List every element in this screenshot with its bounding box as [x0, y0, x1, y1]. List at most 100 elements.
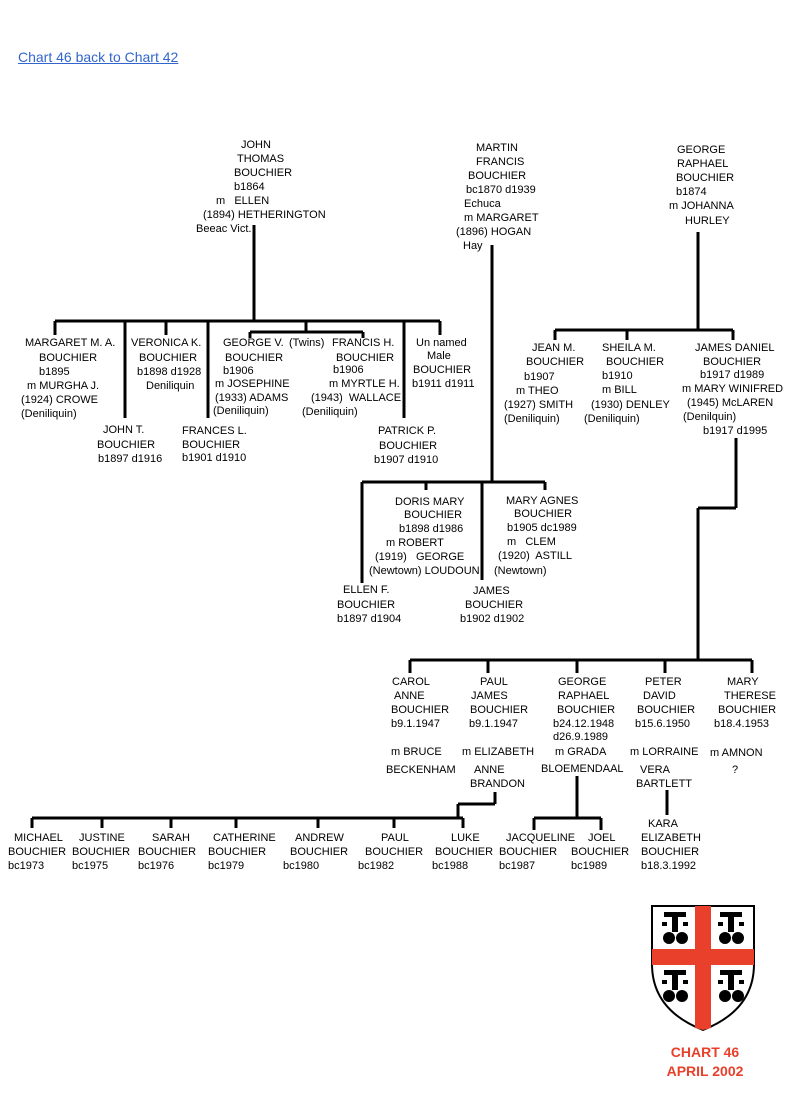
- person-text-line: JOHN T.: [103, 424, 145, 436]
- person-text-line: BECKENHAM: [386, 764, 456, 776]
- person-text-line: MARGARET M. A.: [25, 337, 116, 349]
- person-text-line: BOUCHIER: [404, 509, 463, 521]
- person-text-line: KARA: [648, 818, 678, 830]
- person-text-line: BOUCHIER: [39, 352, 98, 364]
- person-text-line: b1864: [234, 181, 265, 193]
- person-text-line: BOUCHIER: [379, 440, 438, 452]
- person-text-line: (Deniliquin): [302, 406, 358, 418]
- person-text-line: Male: [427, 350, 451, 362]
- person-text-line: b15.6.1950: [635, 718, 691, 730]
- person-text-line: b9.1.1947: [391, 718, 440, 730]
- person-text-line: RAPHAEL: [677, 158, 729, 170]
- chart-number: CHART 46: [670, 1044, 740, 1060]
- person-text-line: bc1988: [432, 860, 469, 872]
- person-text-line: DAVID: [643, 690, 676, 702]
- person-text-line: MICHAEL: [14, 832, 63, 844]
- person-text-line: GEORGE: [558, 676, 607, 688]
- person-text-line: m MURGHA J.: [27, 380, 100, 392]
- person-text-line: FRANCIS: [476, 156, 525, 168]
- person-text-line: ELIZABETH: [641, 832, 701, 844]
- person-text-line: Un named: [416, 337, 467, 349]
- person-text-line: BLOEMENDAAL: [541, 763, 624, 775]
- person-text-line: b1897 d1916: [98, 453, 163, 465]
- person-text-line: b18.3.1992: [641, 860, 697, 872]
- person-text-line: ANDREW: [295, 832, 344, 844]
- person-text-line: bc1870 d1939: [466, 184, 536, 196]
- person-text-line: BOUCHIER: [526, 356, 585, 368]
- person-text-line: BOUCHIER: [435, 846, 494, 858]
- person-text-line: BOUCHIER: [676, 172, 735, 184]
- person-text-line: BOUCHIER: [413, 364, 472, 376]
- person-text-line: BOUCHIER: [641, 846, 700, 858]
- person-text-line: b1906: [333, 364, 364, 376]
- person-text-line: b1910: [602, 370, 633, 382]
- person-text-line: BOUCHIER: [718, 704, 777, 716]
- person-text-line: BOUCHIER: [391, 704, 450, 716]
- person-text-line: (Denilquin): [683, 411, 737, 423]
- person-text-line: bc1973: [8, 860, 45, 872]
- person-text-line: (1943) WALLACE: [311, 392, 402, 404]
- person-text-line: d26.9.1989: [553, 731, 609, 743]
- person-text-line: BOUCHIER: [465, 599, 524, 611]
- person-text-line: BOUCHIER: [234, 167, 293, 179]
- person-text-line: Beeac Vict.: [196, 223, 252, 235]
- person-text-line: (1924) CROWE: [21, 394, 99, 406]
- person-text-line: m AMNON: [710, 747, 763, 759]
- person-text-line: b1906: [223, 365, 254, 377]
- person-text-line: bc1976: [138, 860, 175, 872]
- person-text-line: SHEILA M.: [602, 342, 656, 354]
- person-text-line: (Twins): [289, 337, 325, 349]
- person-text-line: DORIS MARY: [395, 496, 465, 508]
- person-text-line: GEORGE: [677, 144, 726, 156]
- person-text-line: JOHN: [241, 139, 271, 151]
- person-text-line: b1901 d1910: [182, 452, 247, 464]
- person-text-line: PAUL: [381, 832, 409, 844]
- person-text-line: m MYRTLE H.: [329, 378, 400, 390]
- person-text-line: b1897 d1904: [337, 613, 402, 625]
- person-text-line: BOUCHIER: [290, 846, 349, 858]
- person-text-line: (Deniliquin): [504, 413, 560, 425]
- person-text-line: m BRUCE: [391, 746, 442, 758]
- person-text-line: SARAH: [152, 832, 190, 844]
- person-text-line: b1898 d1986: [399, 523, 464, 535]
- person-text-line: ANNE: [474, 764, 505, 776]
- person-text-line: b1895: [39, 366, 70, 378]
- person-text-line: THOMAS: [237, 153, 285, 165]
- person-text-line: m JOHANNA: [669, 200, 734, 212]
- person-text-line: bc1979: [208, 860, 245, 872]
- person-text-line: Deniliquin: [146, 380, 195, 392]
- person-text-line: CAROL: [392, 676, 430, 688]
- person-text-line: VERA: [640, 764, 670, 776]
- person-text-line: BOUCHIER: [225, 352, 284, 364]
- person-text-line: m JOSEPHINE: [215, 378, 290, 390]
- person-text-line: b1902 d1902: [460, 613, 525, 625]
- back-to-chart-42-link[interactable]: Chart 46 back to Chart 42: [18, 49, 179, 65]
- person-text-line: b18.4.1953: [714, 718, 770, 730]
- person-text-line: (Newtown): [494, 565, 547, 577]
- person-text-line: b1917 d1989: [700, 369, 765, 381]
- person-text-line: (Deniliquin): [584, 413, 640, 425]
- person-text-line: m THEO: [516, 385, 559, 397]
- person-text-line: ?: [732, 764, 739, 776]
- person-text-line: m GRADA: [555, 746, 607, 758]
- person-text-line: (1933) ADAMS: [215, 392, 289, 404]
- person-text-line: FRANCIS H.: [332, 337, 395, 349]
- person-text-line: LUKE: [451, 832, 480, 844]
- person-text-line: m ELLEN: [216, 195, 270, 207]
- person-text-line: BOUCHIER: [8, 846, 67, 858]
- person-text-line: BOUCHIER: [336, 352, 395, 364]
- person-text-line: VERONICA K.: [131, 337, 202, 349]
- person-text-line: bc1989: [571, 860, 608, 872]
- person-text-line: ELLEN F.: [343, 584, 390, 596]
- person-text-line: bc1975: [72, 860, 109, 872]
- person-text-line: (Deniliquin): [213, 405, 269, 417]
- person-text-line: BOUCHIER: [337, 599, 396, 611]
- person-text-line: JACQUELINE: [506, 832, 576, 844]
- person-text-line: BOUCHIER: [557, 704, 616, 716]
- person-text-line: m BILL: [602, 384, 637, 396]
- person-text-line: bc1980: [283, 860, 320, 872]
- person-text-line: bc1987: [499, 860, 536, 872]
- person-text-line: Echuca: [464, 198, 501, 210]
- person-text-line: GEORGE V.: [223, 337, 284, 349]
